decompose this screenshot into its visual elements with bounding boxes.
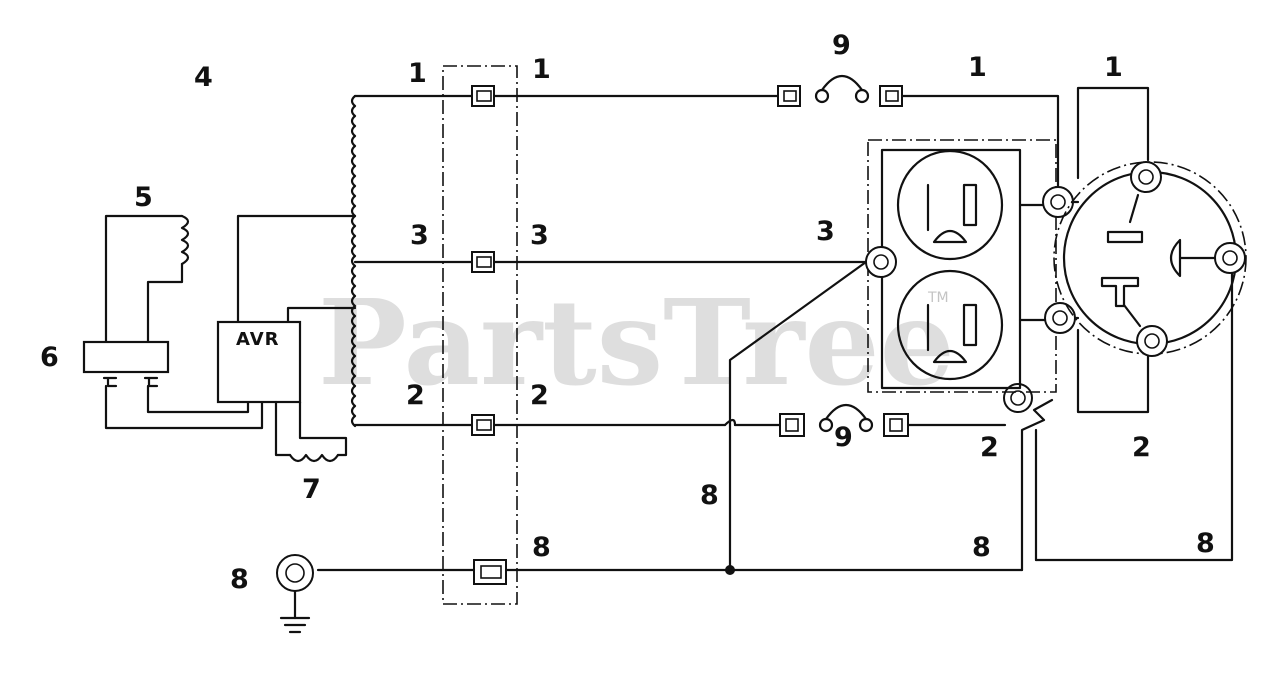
output-wiring xyxy=(316,74,1234,575)
label-breaker-top: 9 xyxy=(832,30,851,61)
terminal-3 xyxy=(865,246,897,278)
label-wire2-twistlock: 2 xyxy=(1132,432,1151,463)
label-stator: 4 xyxy=(194,62,213,93)
terminal-board xyxy=(442,65,518,605)
rectifier-terminals xyxy=(102,376,264,430)
watermark-trademark: TM xyxy=(927,290,949,306)
label-wire2-outlet: 2 xyxy=(980,432,999,463)
label-wire8-board: 8 xyxy=(532,532,551,563)
terminal-board-blocks xyxy=(471,85,507,585)
twistlock-receptacle xyxy=(1053,86,1247,414)
label-ground-terminal: 8 xyxy=(230,564,249,595)
label-wire1-outlet: 1 xyxy=(968,52,987,83)
label-wire8-outlet: 8 xyxy=(972,532,991,563)
avr-box xyxy=(216,320,302,404)
terminal-2 xyxy=(1044,302,1076,334)
label-wire1-right: 1 xyxy=(532,54,551,85)
avr-sensor-coil xyxy=(274,400,348,463)
label-field-coil: 5 xyxy=(134,182,153,213)
stator-winding xyxy=(350,94,357,428)
label-wire3-right: 3 xyxy=(530,220,549,251)
ground-terminal xyxy=(276,554,314,634)
label-wire8-twistlock: 8 xyxy=(1196,528,1215,559)
field-coil xyxy=(104,214,190,344)
label-breaker-bottom: 9 xyxy=(834,422,853,453)
label-rectifier: 6 xyxy=(40,342,59,373)
label-wire3-outlet: 3 xyxy=(816,216,835,247)
avr-label: AVR xyxy=(236,329,280,350)
label-wire1-twistlock: 1 xyxy=(1104,52,1123,83)
label-wire3-left: 3 xyxy=(410,220,429,251)
watermark-text: PartsTree xyxy=(318,273,955,412)
stator-leads xyxy=(236,94,480,427)
label-wire2-left: 2 xyxy=(406,380,425,411)
diagram-labels: 4 5 6 7 8 1 1 3 3 2 2 8 9 1 1 3 9 2 2 8 … xyxy=(40,30,1215,595)
label-wire1-left: 1 xyxy=(408,58,427,89)
label-wire8-junction: 8 xyxy=(700,480,719,511)
label-wire2-right: 2 xyxy=(530,380,549,411)
label-avr-sensor: 7 xyxy=(302,474,321,505)
terminal-1 xyxy=(1042,186,1074,218)
rectifier-box xyxy=(82,340,170,374)
